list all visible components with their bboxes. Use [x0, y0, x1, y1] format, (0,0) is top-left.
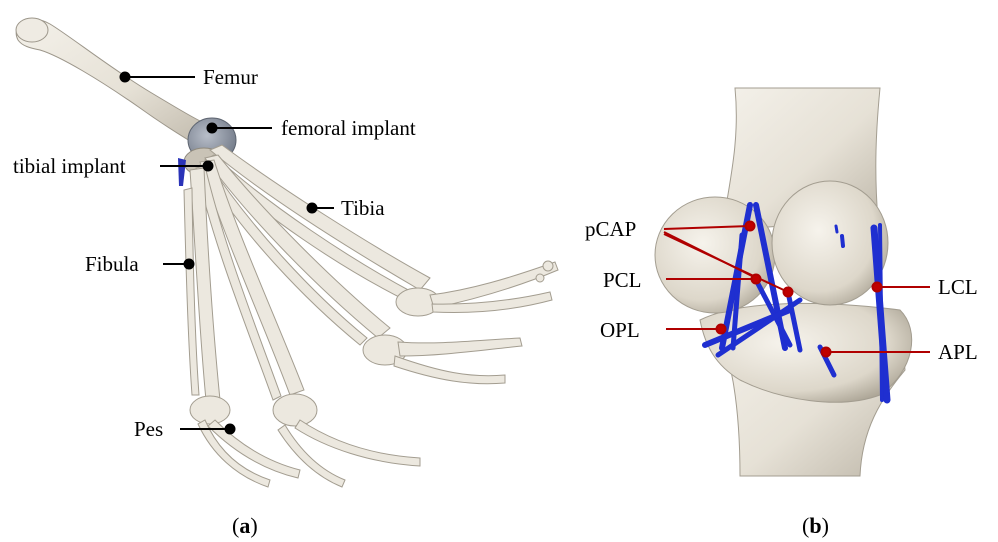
apl-label: APL [938, 340, 978, 364]
feet-poses [190, 261, 558, 487]
lcl-label: LCL [938, 275, 978, 299]
lateral-dot-1 [842, 236, 843, 246]
pes-marker [226, 425, 235, 434]
pcap-marker [746, 222, 755, 231]
tibial-implant-label: tibial implant [13, 154, 126, 178]
caption-b-close: ) [822, 513, 829, 538]
tibia-marker [308, 204, 317, 213]
femoral-implant-marker [208, 124, 217, 133]
panel-a-leg-model: Femur femoral implant tibial implant Tib… [13, 18, 558, 538]
fibula-marker [185, 260, 194, 269]
femoral-implant-label: femoral implant [281, 116, 416, 140]
femur-label: Femur [203, 65, 258, 89]
caption-b-letter: b [809, 513, 821, 538]
panel-b-knee-closeup: pCAP PCL OPL LCL APL (b) [585, 88, 978, 538]
panel-b-caption: (b) [802, 513, 829, 538]
pcl-label: PCL [603, 268, 642, 292]
tibia-label: Tibia [341, 196, 385, 220]
caption-a-letter: a [239, 513, 250, 538]
panel-a-caption: (a) [232, 513, 258, 538]
lcl-ligament-2 [880, 225, 882, 400]
pcl-marker-2 [784, 288, 793, 297]
lateral-dot-2 [836, 226, 837, 232]
apl-marker [822, 348, 831, 357]
fibula-label: Fibula [85, 252, 139, 276]
caption-a-close: ) [250, 513, 257, 538]
opl-label: OPL [600, 318, 640, 342]
tibial-implant-marker [204, 162, 213, 171]
femur-bone [16, 18, 215, 150]
pcap-label: pCAP [585, 217, 636, 241]
lcl-marker [873, 283, 882, 292]
pcl-marker [752, 275, 761, 284]
opl-marker [717, 325, 726, 334]
caption-b-open: ( [802, 513, 809, 538]
lateral-condyle [772, 181, 888, 305]
femur-marker [121, 73, 130, 82]
pes-label: Pes [134, 417, 163, 441]
caption-a-open: ( [232, 513, 239, 538]
